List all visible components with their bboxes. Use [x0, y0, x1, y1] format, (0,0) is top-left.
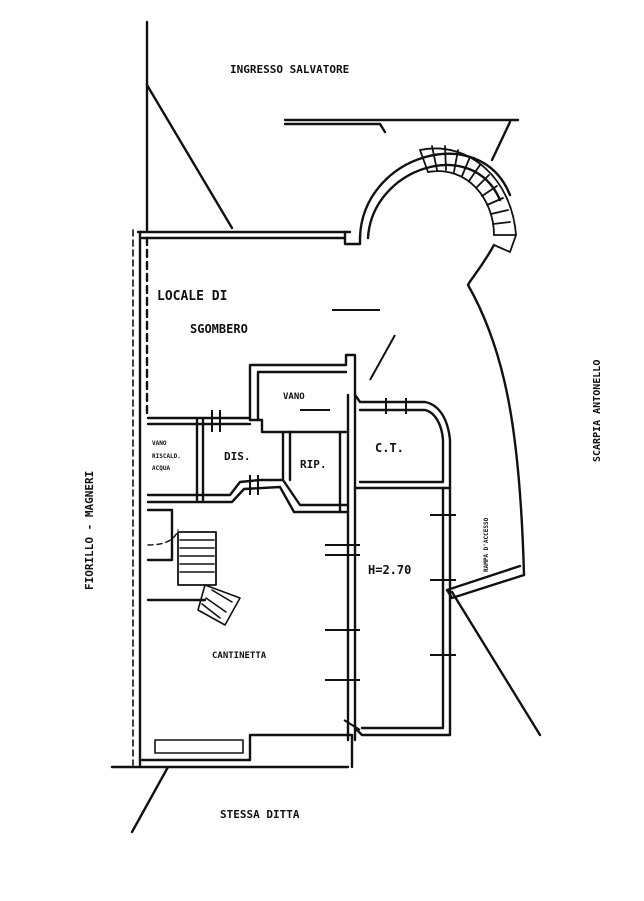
room-label-vano-small-2: RISCALD.	[152, 453, 181, 460]
curved-wall-east	[466, 243, 526, 577]
neighbor-right-label: SCARPIA ANTONELLO	[592, 360, 603, 462]
outer-wall-south	[110, 758, 350, 769]
room-label-vano: VANO	[283, 392, 305, 402]
diagonal-line-ramp	[450, 590, 542, 737]
curved-wall-entrance	[358, 152, 512, 240]
room-label-ct: C.T.	[375, 441, 404, 455]
wall-storage-east	[360, 486, 452, 730]
room-label-vano-small-3: ACQUA	[152, 465, 170, 472]
room-label-sgombero: SGOMBERO	[190, 322, 248, 336]
room-height-label: H=2.70	[368, 563, 411, 577]
outer-wall-north	[136, 230, 352, 240]
room-label-cantinetta: CANTINETTA	[212, 651, 267, 661]
wall-vano	[248, 353, 357, 422]
neighbor-bottom-label: STESSA DITTA	[220, 808, 300, 821]
spiral-stair	[419, 145, 517, 253]
neighbor-left-label: FIORILLO - MAGNERI	[83, 471, 96, 590]
wall-ct	[353, 393, 452, 490]
wall-stair-area	[146, 508, 207, 602]
room-label-rip: RIP.	[300, 458, 327, 471]
wall-partition-horizontal	[146, 416, 252, 426]
room-label-locale: LOCALE DI	[157, 289, 227, 304]
diagonal-line-bottom	[130, 765, 170, 834]
straight-stair	[179, 539, 241, 626]
diagonal-line-top	[145, 83, 234, 230]
neighbor-top-label: INGRESSO SALVATORE	[230, 63, 349, 76]
room-label-dis: DIS.	[224, 450, 251, 463]
ramp-label: RAMPA D'ACCESSO	[483, 517, 490, 572]
room-label-vano-small-1: VANO	[152, 440, 167, 447]
